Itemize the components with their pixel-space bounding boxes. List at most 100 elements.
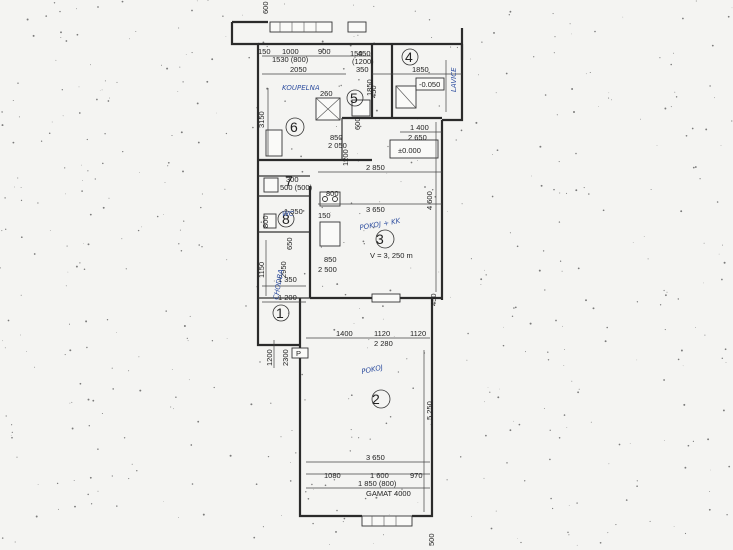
paper-speck <box>722 409 725 412</box>
paper-speck <box>543 408 545 410</box>
paper-speck <box>446 479 448 481</box>
paper-speck <box>692 440 694 442</box>
paper-speck <box>438 271 440 273</box>
paper-speck <box>65 193 66 195</box>
paper-speck <box>178 243 180 245</box>
paper-speck <box>167 165 169 167</box>
paper-speck <box>183 220 185 222</box>
paper-speck <box>558 221 561 223</box>
paper-speck <box>101 412 103 415</box>
paper-speck <box>262 41 265 44</box>
paper-speck <box>406 358 408 360</box>
paper-speck <box>585 299 587 302</box>
paper-speck <box>495 92 497 94</box>
paper-speck <box>659 57 661 59</box>
paper-speck <box>17 177 19 179</box>
dim-1200v: 1200 <box>341 149 350 166</box>
paper-speck <box>524 480 526 482</box>
paper-speck <box>87 243 90 246</box>
paper-speck <box>466 359 468 361</box>
paper-speck <box>291 430 293 431</box>
paper-speck <box>141 226 143 228</box>
paper-speck <box>45 15 48 17</box>
paper-speck <box>121 238 123 240</box>
paper-speck <box>171 369 173 371</box>
paper-speck <box>674 91 676 93</box>
paper-speck <box>692 166 695 169</box>
paper-speck <box>324 484 327 487</box>
dim-850b: 850 <box>324 255 337 264</box>
paper-speck <box>397 371 400 373</box>
paper-speck <box>357 161 359 162</box>
paper-speck <box>371 456 373 458</box>
paper-speck <box>673 526 675 528</box>
paper-speck <box>73 480 75 482</box>
paper-speck <box>561 270 563 272</box>
paper-speck <box>665 294 667 297</box>
paper-speck <box>262 526 264 528</box>
paper-speck <box>599 541 602 544</box>
paper-speck <box>284 3 286 5</box>
paper-speck <box>226 338 228 339</box>
paper-speck <box>111 475 113 477</box>
paper-speck <box>558 161 560 163</box>
paper-speck <box>353 36 355 37</box>
paper-speck <box>538 269 541 272</box>
paper-speck <box>720 145 722 146</box>
paper-speck <box>245 305 247 307</box>
paper-speck <box>338 85 340 87</box>
paper-speck <box>86 346 88 349</box>
paper-speck <box>53 2 56 4</box>
dim-1350b: 1 350 <box>278 275 297 284</box>
paper-speck <box>20 294 22 296</box>
paper-speck <box>401 488 403 490</box>
paper-speck <box>336 283 339 286</box>
dim-450: 450 <box>358 49 371 58</box>
paper-speck <box>622 16 624 18</box>
paper-speck <box>483 477 485 479</box>
paper-speck <box>305 491 307 493</box>
paper-speck <box>88 425 90 427</box>
paper-speck <box>362 240 365 243</box>
paper-speck <box>64 354 66 356</box>
paper-speck <box>198 244 200 246</box>
walls <box>230 20 464 518</box>
paper-speck <box>301 373 303 376</box>
paper-speck <box>201 246 203 248</box>
paper-speck <box>550 497 552 500</box>
paper-speck <box>253 536 256 539</box>
paper-speck <box>224 188 226 190</box>
paper-speck <box>225 132 228 135</box>
paper-speck <box>111 367 113 369</box>
paper-speck <box>508 14 510 16</box>
paper-speck <box>389 289 392 292</box>
paper-speck <box>201 193 203 195</box>
paper-speck <box>67 271 69 273</box>
paper-speck <box>40 140 43 142</box>
paper-speck <box>618 443 621 446</box>
paper-speck <box>650 189 652 190</box>
paper-speck <box>577 267 580 270</box>
paper-speck <box>414 10 416 12</box>
paper-speck <box>373 5 375 7</box>
paper-speck <box>364 369 365 371</box>
paper-speck <box>65 285 67 287</box>
paper-speck <box>583 187 585 189</box>
paper-speck <box>383 534 384 536</box>
paper-speck <box>305 67 307 69</box>
paper-speck <box>121 0 124 3</box>
paper-speck <box>400 181 402 183</box>
paper-speck <box>301 170 304 173</box>
paper-speck <box>83 242 85 244</box>
dim-3650a: 3 650 <box>366 205 385 214</box>
dim-2050b: 2 050 <box>328 141 347 150</box>
paper-speck <box>62 115 64 117</box>
paper-speck <box>375 496 378 499</box>
dim-1000: 1000 <box>282 47 299 56</box>
paper-speck <box>166 67 169 70</box>
paper-speck <box>339 137 342 140</box>
paper-speck <box>568 534 570 536</box>
dim-150c: 150 <box>318 211 331 220</box>
paper-speck <box>367 347 368 349</box>
paper-speck <box>68 323 71 325</box>
